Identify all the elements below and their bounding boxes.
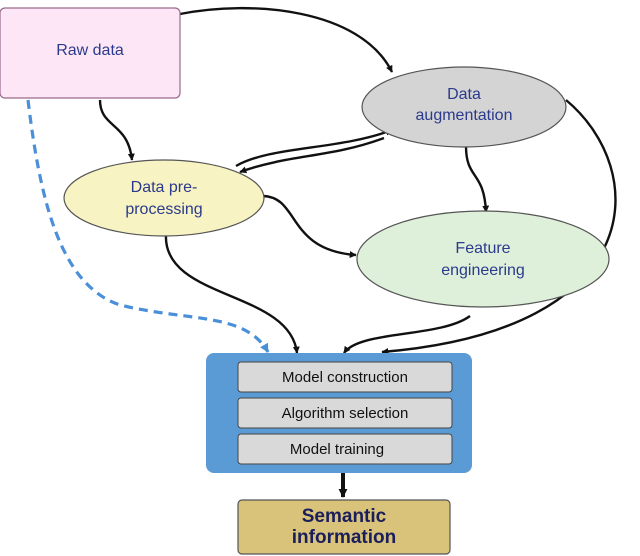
data-preprocessing-label-line2: processing (125, 201, 202, 218)
semantic-information-box (237, 499, 451, 555)
semantic-information-label-line2: information (292, 527, 397, 548)
edge-data-preprocessing-to-data-augmentation (235, 128, 393, 168)
model-step-1: Model construction (237, 361, 453, 393)
node-data-preprocessing: Data pre- processing (63, 159, 265, 237)
node-feature-engineering: Feature engineering (356, 210, 610, 308)
feature-engineering-label-line1: Feature (455, 240, 510, 257)
node-model-block: Model construction Algorithm selection M… (206, 353, 472, 473)
edge-data-augmentation-to-model-block (381, 99, 617, 355)
edge-data-augmentation-to-feature-engineering (464, 145, 490, 213)
edge-raw-data-to-model-block-dashed (26, 99, 270, 353)
model-step-2-box (237, 397, 453, 429)
node-data-augmentation: Data augmentation (361, 66, 567, 148)
data-augmentation-ellipse (361, 66, 567, 148)
edge-data-preprocessing-to-model-block (164, 233, 300, 354)
data-preprocessing-label-line1: Data pre- (131, 179, 198, 196)
feature-engineering-label-line2: engineering (441, 262, 525, 279)
raw-data-label: Raw data (56, 42, 124, 59)
model-step-3-label: Model training (290, 441, 384, 458)
raw-data-box (0, 7, 181, 99)
edge-feature-engineering-to-model-block (343, 315, 471, 354)
model-step-1-box (237, 361, 453, 393)
model-step-3: Model training (237, 433, 453, 465)
edge-raw-data-to-data-preprocessing (98, 99, 135, 161)
edge-raw-data-to-data-augmentation (179, 6, 394, 73)
edge-data-preprocessing-to-feature-engineering (261, 194, 357, 259)
data-preprocessing-ellipse (63, 159, 265, 237)
node-raw-data: Raw data (0, 7, 181, 99)
model-step-3-box (237, 433, 453, 465)
node-semantic-information: Semantic information (237, 499, 451, 555)
data-augmentation-label-line2: augmentation (416, 107, 513, 124)
model-step-1-label: Model construction (282, 369, 408, 386)
model-step-2: Algorithm selection (237, 397, 453, 429)
semantic-information-label-line1: Semantic (302, 506, 387, 527)
edge-data-augmentation-to-data-preprocessing (239, 136, 385, 174)
edges (26, 6, 617, 498)
model-step-2-label: Algorithm selection (282, 405, 409, 422)
data-augmentation-label-line1: Data (447, 86, 481, 103)
feature-engineering-ellipse (356, 210, 610, 308)
